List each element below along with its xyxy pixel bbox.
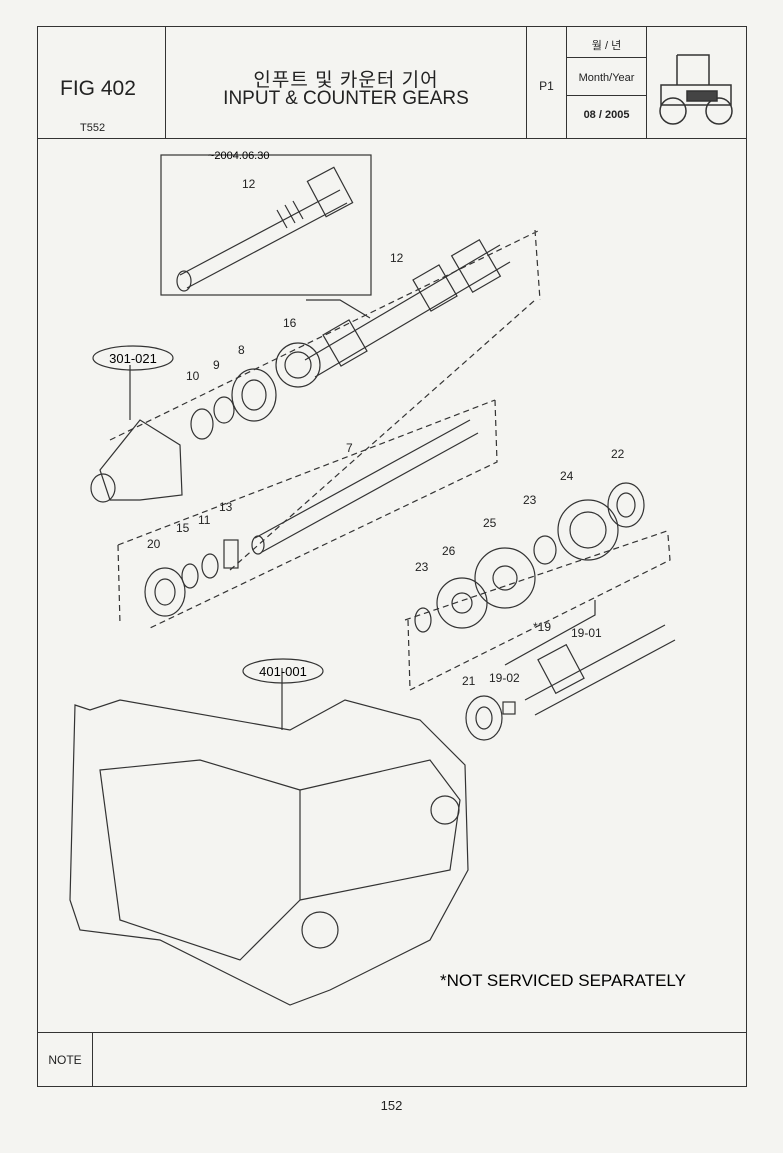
title-block: FIG 402 T552 인푸트 및 카운터 기어 INPUT & COUNTE…: [37, 26, 747, 139]
page-ref: P1: [539, 79, 554, 93]
fig-number: FIG 402: [60, 77, 136, 100]
page-ref-cell: P1: [527, 27, 567, 138]
part-label: 23: [523, 493, 537, 507]
part-label: 25: [483, 516, 497, 530]
part-label: 21: [462, 674, 476, 688]
date-cell: 월 / 년 Month/Year 08 / 2005: [567, 27, 647, 138]
tractor-icon: [659, 54, 733, 125]
part-label: 26: [442, 544, 456, 558]
title-cell: 인푸트 및 카운터 기어 INPUT & COUNTER GEARS: [166, 27, 527, 138]
part-label: 22: [611, 447, 625, 461]
part-label: 10: [186, 369, 200, 383]
date-value: 08 / 2005: [583, 109, 630, 121]
inset-box: [160, 154, 372, 296]
part-label: 11: [198, 513, 211, 527]
note-row: NOTE: [37, 1032, 747, 1087]
part-label: 13: [219, 500, 233, 514]
part-label: 12: [242, 177, 256, 191]
part-label: 20: [147, 537, 161, 551]
tractor-cell: [647, 27, 745, 138]
part-label: 9: [213, 358, 220, 372]
part-label: 23: [415, 560, 429, 574]
footnote: *NOT SERVICED SEPARATELY: [440, 971, 686, 990]
part-label: 15: [176, 521, 190, 535]
group-label-401-001: 401-001: [259, 664, 307, 679]
part-label: 12: [390, 251, 404, 265]
part-label: 19-01: [571, 626, 602, 640]
inset-note: ~2004.06.30: [208, 150, 269, 162]
fig-cell: FIG 402 T552: [38, 27, 166, 138]
part-label: 8: [238, 343, 245, 357]
part-label: 7: [346, 441, 353, 455]
part-label: *19: [533, 620, 551, 634]
part-label: 19-02: [489, 671, 520, 685]
page-number: 152: [380, 1098, 403, 1113]
note-label: NOTE: [38, 1033, 93, 1086]
model-code: T552: [80, 122, 106, 134]
title-korean: 인푸트 및 카운터 기어: [253, 70, 439, 91]
part-label: 24: [560, 469, 574, 483]
group-label-301-021: 301-021: [109, 351, 157, 366]
date-label-kr: 월 / 년: [591, 40, 622, 52]
part-label: 16: [283, 316, 297, 330]
title-english: INPUT & COUNTER GEARS: [223, 88, 469, 109]
date-label-en: Month/Year: [578, 72, 635, 84]
